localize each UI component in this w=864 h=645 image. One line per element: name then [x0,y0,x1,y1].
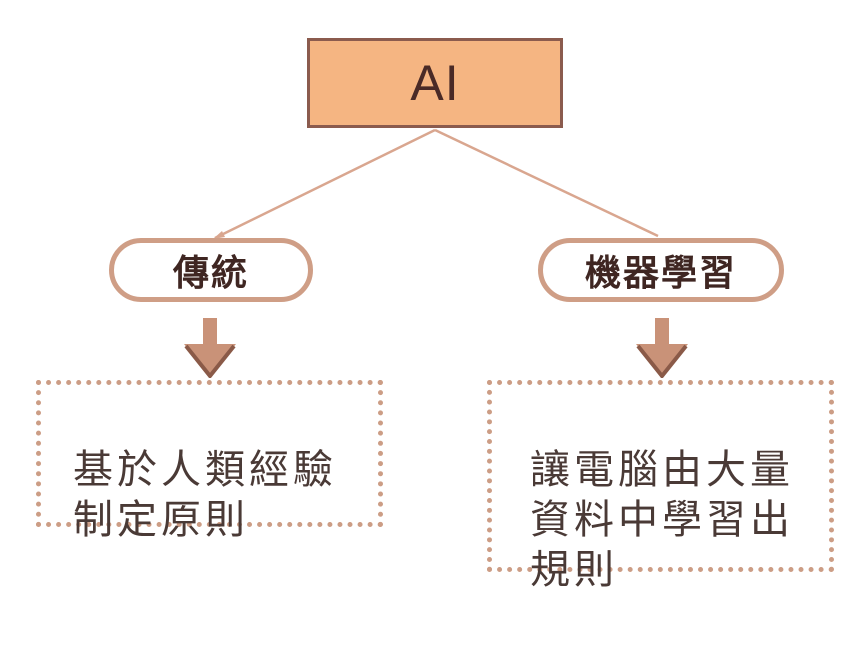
down-arrow-icon [184,318,236,378]
connector-arrowhead-traditional [213,231,225,239]
root-node-label: AI [410,55,460,111]
connector-lines [213,128,659,240]
description-box-machine-learning: 讓電腦由大量 資料中學習出 規則 [487,380,834,593]
branch-title-machine-learning: 機器學習 [584,253,737,294]
connector-root-to-ml [434,128,659,238]
description-box-traditional: 基於人類經驗 制定原則 [36,380,383,543]
branch-title-traditional: 傳統 [172,253,249,294]
description-text-traditional: 基於人類經驗 制定原則 [73,447,337,543]
branch-node-traditional: 傳統 [109,238,313,302]
description-text-machine-learning: 讓電腦由大量 資料中學習出 規則 [530,447,794,593]
connector-root-to-traditional [214,128,436,240]
branch-node-machine-learning: 機器學習 [538,238,784,302]
root-node-ai: AI [307,38,563,128]
down-arrow-icon [636,318,688,378]
